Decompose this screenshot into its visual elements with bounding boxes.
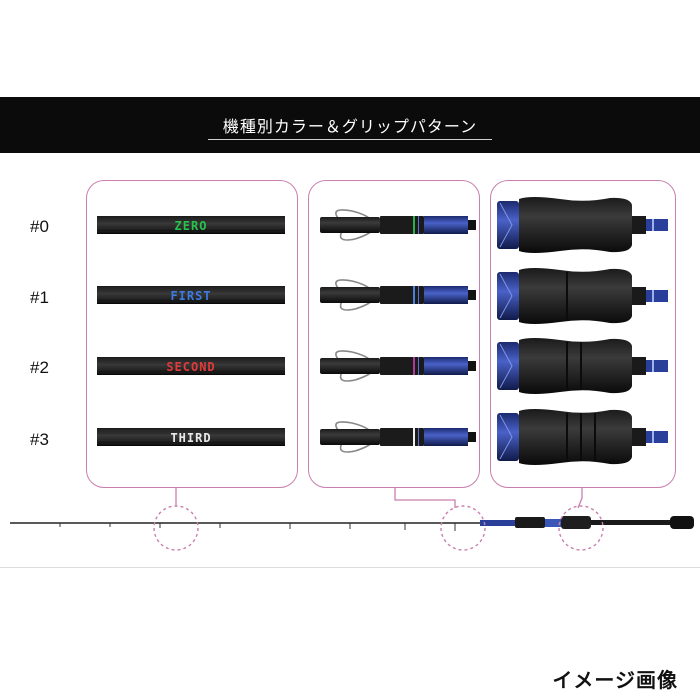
connector-line-3 [577, 487, 583, 509]
grip-2 [497, 338, 668, 394]
full-rod-illustration [10, 516, 694, 531]
grip-3 [497, 409, 668, 465]
band-text-1: FIRST [170, 289, 211, 303]
blank-band-1: FIRST [97, 286, 285, 304]
reel-seat-0 [320, 209, 476, 241]
blank-band-0: ZERO [97, 216, 285, 234]
title-underline [208, 139, 492, 140]
band-text-3: THIRD [170, 431, 211, 445]
model-label-3: #3 [30, 430, 49, 449]
zoom-circle-seat [440, 505, 486, 551]
reel-seat-1 [320, 279, 476, 311]
page-title: 機種別カラー＆グリップパターン [222, 117, 478, 136]
image-caption: イメージ画像 [552, 668, 678, 692]
model-label-0: #0 [30, 217, 49, 236]
reel-seat-3 [320, 421, 476, 453]
blank-band-2: SECOND [97, 357, 285, 375]
zoom-circle-grip [558, 505, 604, 551]
grip-0 [497, 197, 668, 253]
reel-seat-2 [320, 350, 476, 382]
model-label-1: #1 [30, 288, 49, 307]
header-banner: 機種別カラー＆グリップパターン [0, 97, 700, 153]
band-text-0: ZERO [175, 219, 208, 233]
blank-band-3: THIRD [97, 428, 285, 446]
footer-divider [0, 567, 700, 568]
model-label-2: #2 [30, 358, 49, 377]
zoom-circle-blank [153, 505, 199, 551]
band-text-2: SECOND [166, 360, 215, 374]
connector-line-2 [394, 487, 456, 508]
grip-1 [497, 268, 668, 324]
